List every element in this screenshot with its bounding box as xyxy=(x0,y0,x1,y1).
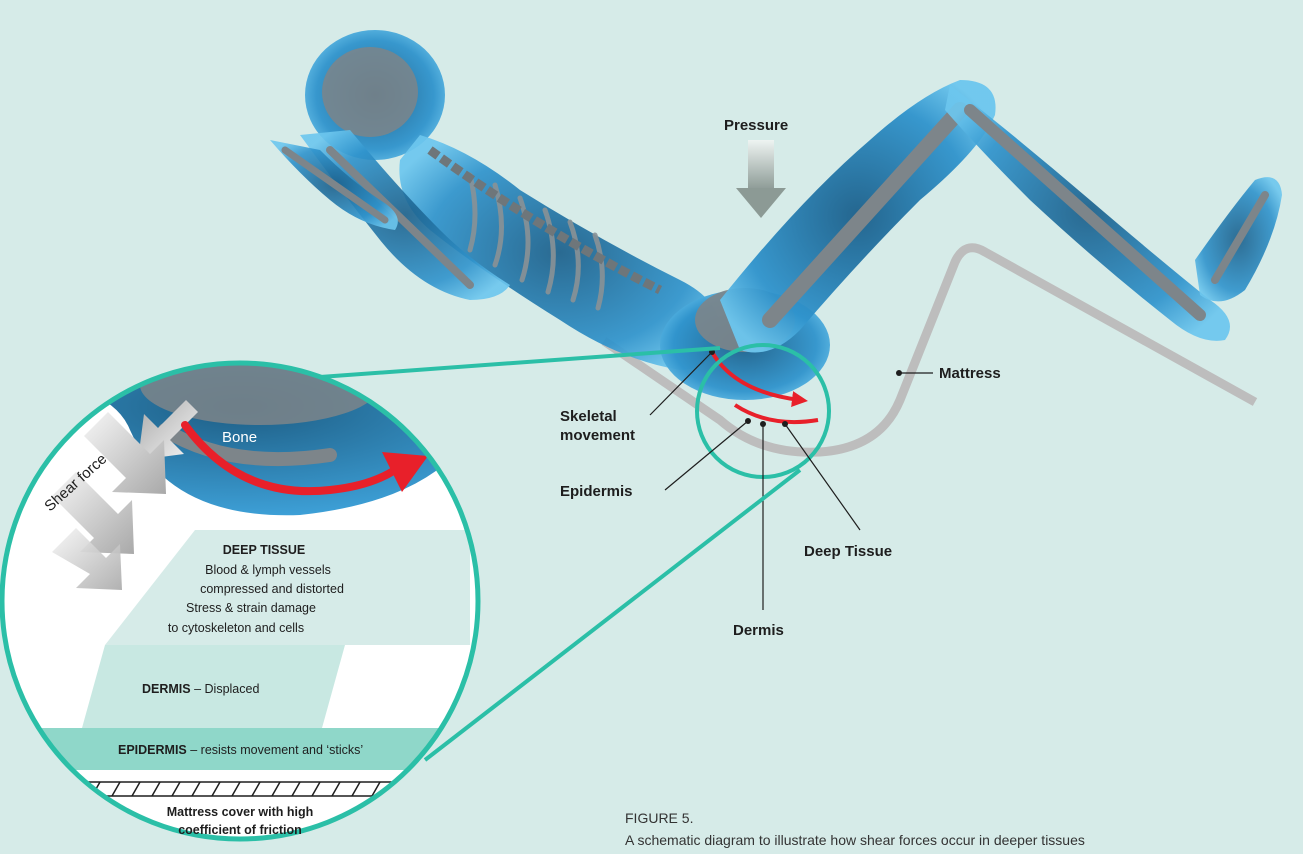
skeletal-movement-label-2: movement xyxy=(560,427,635,444)
deep-tissue-line-4: to cytoskeleton and cells xyxy=(168,621,304,635)
skeletal-movement-label-1: Skeletal xyxy=(560,408,617,425)
deep-tissue-title: DEEP TISSUE xyxy=(223,543,305,557)
epidermis-label: Epidermis xyxy=(560,483,633,500)
bone-label: Bone xyxy=(222,429,257,446)
figure-caption: A schematic diagram to illustrate how sh… xyxy=(625,832,1085,848)
epidermis-inset-text: – resists movement and ‘sticks’ xyxy=(187,743,363,757)
mattress-label: Mattress xyxy=(939,365,1001,382)
dermis-inset-text: – Displaced xyxy=(191,682,260,696)
deep-tissue-line-3: Stress & strain damage xyxy=(186,601,316,615)
zoom-connector-bottom xyxy=(425,470,800,760)
pressure-label: Pressure xyxy=(724,117,788,134)
deep-tissue-line-1: Blood & lymph vessels xyxy=(205,563,331,577)
mattress-cover-line-1: Mattress cover with high xyxy=(167,805,314,819)
epidermis-inset-label: EPIDERMIS – resists movement and ‘sticks… xyxy=(118,743,363,757)
dermis-inset-title: DERMIS xyxy=(142,682,191,696)
figure-number: FIGURE 5. xyxy=(625,810,693,826)
epidermis-inset-title: EPIDERMIS xyxy=(118,743,187,757)
dermis-inset-label: DERMIS – Displaced xyxy=(142,682,259,696)
deep-tissue-label: Deep Tissue xyxy=(804,543,892,560)
deep-tissue-line-2: compressed and distorted xyxy=(200,582,344,596)
mattress-cover-line-2: coefficient of friction xyxy=(178,823,302,837)
pressure-arrow-icon xyxy=(736,140,786,218)
dermis-label: Dermis xyxy=(733,622,784,639)
